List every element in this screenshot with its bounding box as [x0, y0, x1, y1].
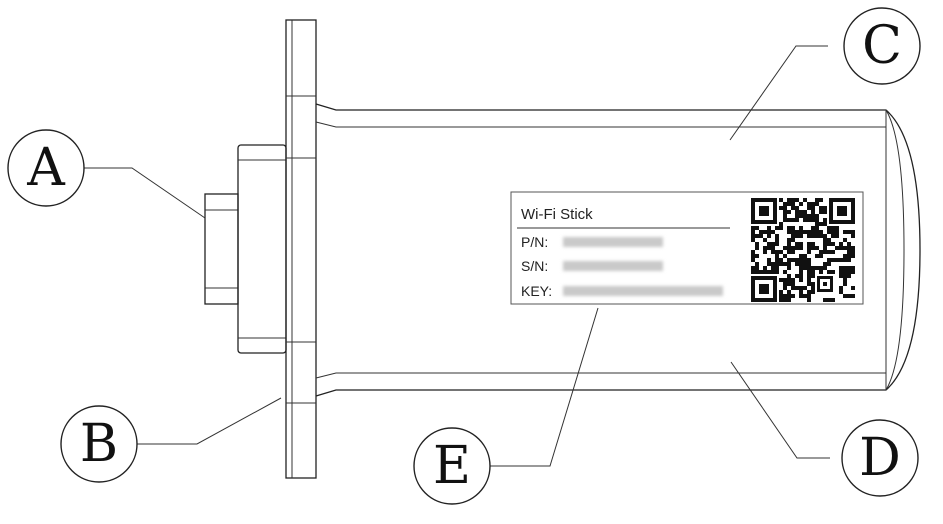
- callout-b-letter: B: [80, 414, 118, 474]
- connector-housing: [237, 144, 287, 354]
- product-label: Wi-Fi Stick P/N: S/N: KEY:: [510, 191, 864, 305]
- label-field-value-sn-redacted: [563, 261, 663, 271]
- label-field-key-pn: P/N:: [521, 234, 548, 250]
- label-field-value-pn-redacted: [563, 237, 663, 247]
- label-field-value-key-redacted: [563, 286, 723, 296]
- qr-modules: [751, 198, 855, 302]
- callout-a-letter: A: [26, 138, 66, 198]
- callout-e-letter: E: [433, 436, 471, 496]
- label-title: Wi-Fi Stick: [521, 206, 593, 223]
- qr-code-icon: [751, 198, 855, 302]
- callout-e: E: [413, 427, 491, 505]
- connector-plug: [204, 193, 239, 305]
- mounting-flange: [285, 19, 317, 479]
- callout-d: D: [841, 419, 919, 497]
- stick-body: [315, 103, 921, 397]
- label-field-key-sn: S/N:: [521, 258, 548, 274]
- callout-a: A: [7, 129, 85, 207]
- leader-lines: [84, 45, 830, 467]
- label-field-key-key: KEY:: [521, 283, 552, 299]
- callout-c-letter: C: [862, 16, 902, 76]
- callout-d-letter: D: [859, 428, 901, 488]
- callout-b: B: [60, 405, 138, 483]
- callout-c: C: [843, 7, 921, 85]
